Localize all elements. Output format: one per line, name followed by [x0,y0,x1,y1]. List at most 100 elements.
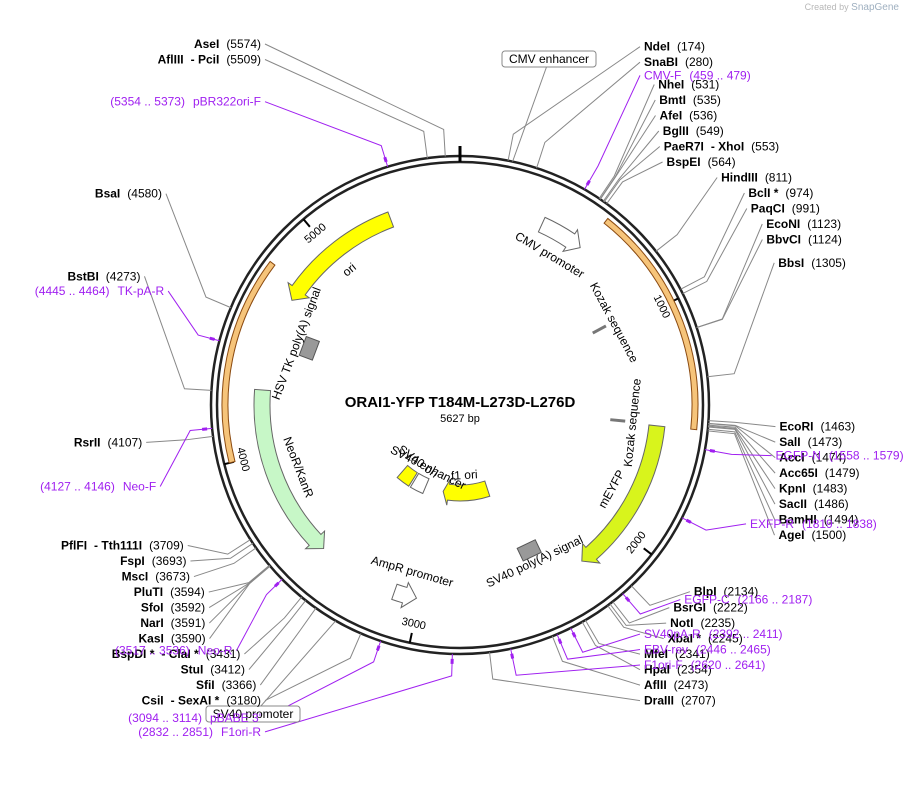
restriction-site-label[interactable]: BclI *(974) [748,186,813,200]
restriction-site-label[interactable]: SnaBI(280) [644,55,713,69]
restriction-site-label[interactable]: EcoRI(1463) [779,420,855,434]
scale-tick-label: 2000 [624,529,649,556]
restriction-site-label[interactable]: (3594)PluTI [134,585,205,599]
scale-tick [302,218,311,228]
feature-label-cmv-enhancer: CMV enhancer [509,52,589,66]
restriction-site-label[interactable]: AgeI(1500) [779,528,847,542]
site-name: CsiI [142,694,164,708]
restriction-site-label[interactable]: AflII(2473) [644,678,708,692]
primer-label[interactable]: CMV-F(459 .. 479) [644,68,751,82]
restriction-site-label[interactable]: (3412)StuI [181,663,245,677]
site-name: BbvCI [766,233,801,247]
restriction-site-label[interactable]: SalI(1473) [779,435,842,449]
primer-label[interactable]: pBR322ori-F(5354 .. 5373) [110,95,261,109]
feature-orai1-segment[interactable] [221,260,276,464]
leader-line [708,423,776,459]
restriction-site-label[interactable]: AfeI(536) [660,109,718,123]
feature-ampr-promoter[interactable] [391,581,418,609]
restriction-site-label[interactable]: (4107)RsrII [74,435,142,449]
feature-meyfp[interactable] [581,424,666,564]
feature-orai1[interactable] [603,217,699,431]
restriction-site-label[interactable]: Acc65I(1479) [779,466,859,480]
feature-f1-ori[interactable] [442,479,491,506]
restriction-site-label[interactable]: (3591)NarI [140,616,205,630]
primer-label[interactable]: EGFP-C(2166 .. 2187) [684,593,812,607]
primer-name: F1ori-F [644,658,683,672]
restriction-site-label[interactable]: BsrGI(2222) [673,601,747,615]
restriction-site-label[interactable]: (3590)KasI [139,632,206,646]
restriction-site-label[interactable]: BamHI(1494) [779,513,859,527]
restriction-site-label[interactable]: BlpI(2134) [694,585,758,599]
site-position: (811) [765,171,792,185]
restriction-site-label[interactable]: EcoNI(1123) [766,217,841,231]
restriction-site-label[interactable]: (3592)SfoI [141,601,205,615]
restriction-site-label[interactable]: (3431)- ClaI *BspDI * [112,647,241,661]
site-name: DraIII [644,694,674,708]
restriction-site-label[interactable]: SacII(1486) [779,497,849,511]
leader-line [599,115,656,200]
feature-sv40-poly-a-signal[interactable] [516,539,542,562]
leader-line [248,600,307,670]
primer-label[interactable]: Neo-R(3517 .. 3536) [115,644,233,658]
primer-label[interactable]: EGFP-N(1558 .. 1579) [776,449,904,463]
restriction-site-label[interactable]: PaeR7I- XhoI(553) [664,140,779,154]
site-name: FspI [120,554,145,568]
restriction-site-label[interactable]: (3673)MscI [122,570,190,584]
primer-label[interactable]: EXFP-R(1819 .. 1838) [750,517,877,531]
restriction-site-label[interactable]: BbsI(1305) [778,256,846,270]
restriction-site-label[interactable]: NheI(531) [658,78,719,92]
site-position: (5509) [226,53,261,67]
feature-ori[interactable] [287,211,395,301]
restriction-site-label[interactable]: (4580)BsaI [95,187,162,201]
primer-label[interactable]: TK-pA-R(4445 .. 4464) [35,284,165,298]
restriction-site-label[interactable]: BmtI(535) [659,93,721,107]
restriction-site-label[interactable]: AccI(1474) [779,451,846,465]
restriction-site-label[interactable]: HindIII (811) [721,171,792,185]
site-name: HindIII [721,171,758,185]
feature-sv40-ori[interactable] [396,464,418,487]
feature-kozak-sequence[interactable] [592,324,607,335]
feature-hsv-tk-poly-a-signal[interactable] [298,335,321,361]
restriction-site-label[interactable]: KpnI(1483) [779,482,847,496]
feature-neor-kanr[interactable] [253,388,326,550]
restriction-site-label[interactable]: HpaI(2354) [644,663,712,677]
site-position: (3366) [222,678,257,692]
site-position: (549) [696,124,724,138]
scale-tick-label: 3000 [400,616,426,633]
primer-label[interactable]: F1ori-F(2620 .. 2641) [644,658,765,672]
restriction-site-label[interactable]: (3180)- SexAI *CsiI [142,694,261,708]
primer-label[interactable]: Neo-F(4127 .. 4146) [40,479,156,493]
restriction-site-label[interactable]: (5574)AseI [194,37,261,51]
restriction-site-label[interactable]: PaqCI(991) [751,202,820,216]
feature-box-sv40-promoter[interactable] [205,705,301,723]
primer-label[interactable]: SV40pA-R(2392 .. 2411) [644,627,783,641]
restriction-site-label[interactable]: BspEI(564) [667,155,736,169]
primer-label[interactable]: pBABE 3'(3094 .. 3114) [128,711,261,725]
restriction-site-label[interactable]: DraIII(2707) [644,694,716,708]
restriction-site-label[interactable]: BglII(549) [663,124,724,138]
feature-sv40-enhancer[interactable] [409,472,430,495]
primer-mark [557,638,563,645]
restriction-site-label[interactable]: XbaI *(2245) [668,632,743,646]
snapgene-logo-text: SnapGene [851,2,899,13]
restriction-site-label[interactable]: NotI(2235) [670,616,735,630]
primer-label[interactable]: F1ori-R(2832 .. 2851) [138,725,261,739]
leader-line [680,192,745,290]
leader-line [187,539,251,555]
feature-box-cmv-enhancer[interactable] [501,50,597,68]
restriction-site-label[interactable]: (3366)SfiI [196,678,256,692]
restriction-site-label[interactable]: MfeI(2341) [644,647,710,661]
restriction-site-label[interactable]: BbvCI(1124) [766,233,841,247]
primer-range: (1558 .. 1579) [829,449,904,463]
feature-cmv-promoter[interactable] [537,216,581,253]
feature-kozak-sequence[interactable] [610,418,626,423]
primer-label[interactable]: EBV-rev(2446 .. 2465) [644,643,771,657]
restriction-site-label[interactable]: (3693)FspI [120,554,186,568]
primer-range: (1819 .. 1838) [802,517,877,531]
leader-line [708,420,776,428]
site-position: (2134) [724,585,759,599]
restriction-site-label[interactable]: (4273)BstBI [67,269,140,283]
restriction-site-label[interactable]: NdeI(174) [644,40,705,54]
